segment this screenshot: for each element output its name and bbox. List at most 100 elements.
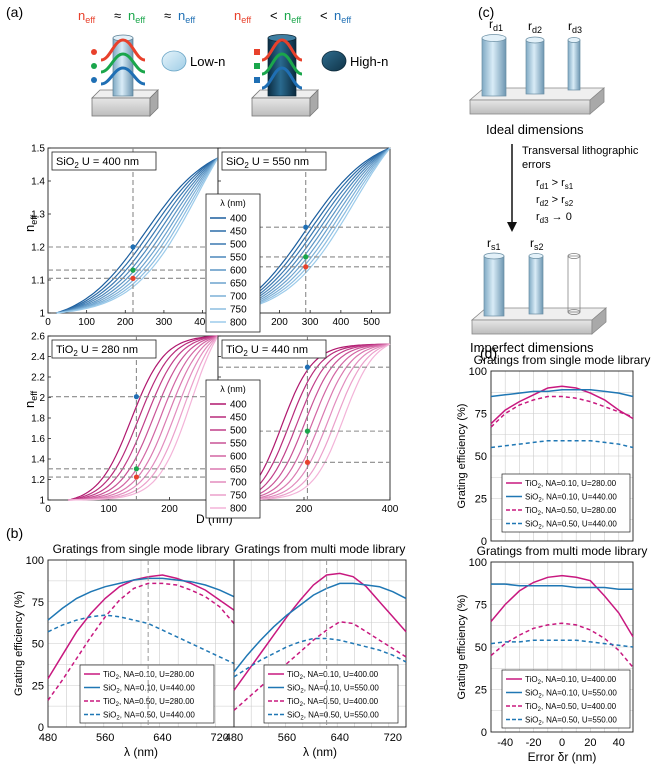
neff-curve (235, 343, 391, 501)
series-params: , NA=0.10, U=550.00 (542, 689, 618, 698)
y-tick-label: 100 (26, 555, 44, 567)
material-subscript: 2 (538, 511, 542, 517)
legend-label: SiO2, NA=0.50, U=440.00 (525, 520, 617, 531)
x-tick-label: 720 (384, 732, 402, 744)
neff-blue-label-2: neff (334, 8, 352, 25)
y-tick-label: 0 (481, 727, 487, 739)
series-params: , NA=0.50, U=400.00 (303, 697, 379, 706)
panel-label-d: (d) (480, 345, 497, 361)
x-tick-label: 200 (296, 504, 313, 515)
series-params: , NA=0.50, U=280.00 (541, 506, 617, 515)
material: TiO (103, 670, 116, 679)
legend-label: 600 (230, 452, 247, 463)
material-subscript: 2 (116, 689, 120, 695)
panel-label-box (51, 151, 157, 171)
y-tick-label: 1 (39, 309, 45, 320)
series-line (490, 439, 634, 449)
legend-label: SiO2, NA=0.10, U=440.00 (525, 493, 617, 504)
series-params: , NA=0.10, U=400.00 (303, 670, 379, 679)
material-subscript: 2 (538, 721, 542, 727)
low-n-swatch (161, 50, 187, 72)
ideal-base-plate (469, 99, 591, 115)
y-tick-label: 1.3 (31, 210, 45, 221)
material-subscript: 2 (538, 680, 542, 686)
material: TiO (287, 697, 300, 706)
material-subscript: 2 (116, 716, 120, 722)
x-tick-label: 560 (278, 732, 296, 744)
legend-label: 450 (230, 413, 247, 424)
high-n-swatch (321, 50, 347, 72)
panel-label-a: (a) (6, 4, 23, 20)
mode-green (100, 52, 146, 74)
x-tick-label: 100 (100, 504, 117, 515)
material-subscript: 2 (300, 716, 304, 722)
y-tick-label: 1.5 (31, 144, 45, 155)
pillar-d1 (481, 37, 507, 97)
series-line (490, 385, 634, 425)
panel-label-text: SiO2 U = 400 nm (56, 156, 139, 170)
neff-curve (56, 157, 219, 314)
legend-label: 650 (230, 279, 247, 290)
neff-curve (56, 157, 219, 314)
marker-dot (133, 466, 139, 472)
marker-dot (304, 428, 311, 434)
material-subscript: 2 (74, 161, 79, 170)
schematic-high-n: neff < neff < neff High-n (234, 8, 388, 117)
x-tick-label: 200 (271, 317, 288, 328)
material-subscript: 2 (538, 484, 542, 490)
legend-label: SiO2, NA=0.50, U=440.00 (103, 711, 195, 722)
x-tick-label: 300 (156, 317, 173, 328)
legend-label: 600 (230, 266, 247, 277)
neff-curve (56, 157, 219, 314)
series-params: , NA=0.10, U=440.00 (542, 493, 618, 502)
series-params: , NA=0.10, U=550.00 (304, 684, 380, 693)
y-tick-label: 2.2 (31, 373, 45, 384)
plot-frame (47, 335, 219, 501)
schematic-low-n: neff ≈ neff ≈ neff Low-n (78, 8, 225, 117)
x-tick-label: 400 (333, 317, 350, 328)
x-tick-label: 200 (117, 317, 134, 328)
y-tick-label: 1.8 (31, 414, 45, 425)
material: TiO (103, 697, 116, 706)
legend-label: TiO2, NA=0.50, U=400.00 (287, 697, 379, 708)
material-subscript: 2 (538, 498, 542, 504)
y-tick-label: 50 (475, 451, 487, 463)
series-params: , NA=0.50, U=280.00 (119, 697, 195, 706)
plot-frame (233, 559, 407, 728)
series-line (233, 621, 407, 711)
rs1-label: rs1 (487, 236, 501, 252)
x-tick-label: 400 (382, 504, 399, 515)
y-tick-label: 25 (475, 494, 487, 506)
y-axis-label: Grating efficiency (%) (13, 591, 25, 696)
material: TiO (525, 479, 538, 488)
material: SiO (56, 156, 75, 168)
material-subscript: 2 (244, 161, 249, 170)
x-tick-label: 640 (331, 732, 349, 744)
material-subscript: 2 (300, 689, 304, 695)
legend-frame (205, 193, 261, 333)
legend-frame (501, 669, 631, 729)
pillar-s2 (528, 255, 544, 315)
series-params: , NA=0.50, U=400.00 (541, 702, 617, 711)
neff-curve (68, 335, 219, 501)
neff-curve (56, 157, 219, 314)
series-line (490, 622, 634, 668)
panel-label-b: (b) (6, 525, 23, 541)
error-text-2: errors (522, 159, 551, 171)
chart-title: Gratings from multi mode library (235, 542, 406, 556)
low-n-label: Low-n (190, 54, 225, 69)
material: SiO (525, 716, 538, 725)
legend-label: 400 (230, 400, 247, 411)
y-tick-label: 1.1 (31, 276, 45, 287)
panel-label-text: TiO2 U = 280 nm (56, 344, 138, 358)
error-text-1: Transversal lithographic (522, 145, 639, 157)
panel-label-box (51, 339, 157, 359)
neff-curve (235, 343, 391, 501)
neff-curve (56, 157, 219, 314)
relation-3: rd3 → 0 (536, 211, 572, 225)
relation-2: rd2 > rs2 (536, 194, 574, 208)
material: TiO (525, 675, 538, 684)
legend-label: 550 (230, 439, 247, 450)
